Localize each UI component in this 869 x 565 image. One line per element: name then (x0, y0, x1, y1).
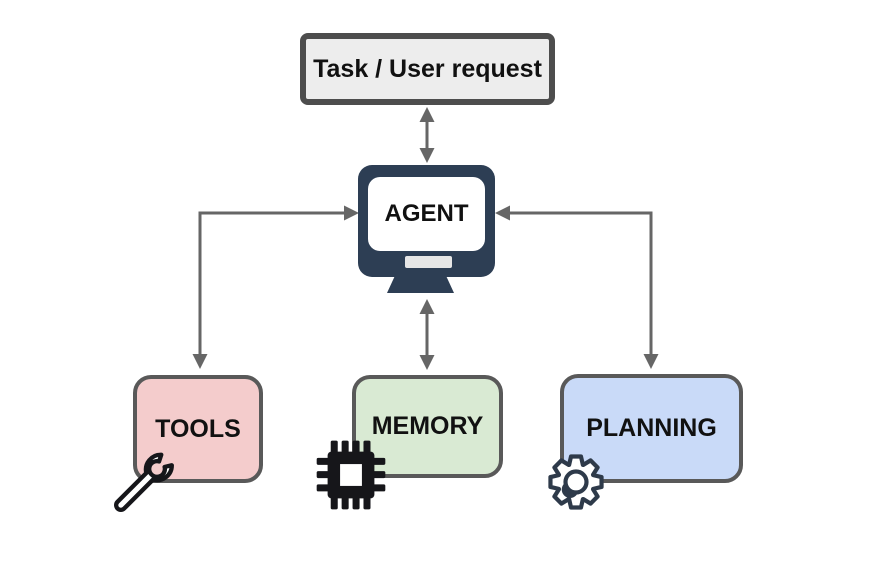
wrench-icon (114, 452, 174, 512)
task-label: Task / User request (313, 54, 542, 83)
planning-label: PLANNING (586, 414, 717, 442)
tools-label: TOOLS (155, 414, 241, 443)
monitor-stand (387, 277, 454, 293)
memory-label: MEMORY (371, 412, 484, 440)
edge-agent-planning (495, 205, 659, 369)
gear-icon (548, 454, 604, 510)
node-task-user-request: Task / User request (300, 33, 555, 105)
monitor-bar (405, 256, 452, 268)
agent-label: AGENT (384, 200, 469, 227)
chip-icon (316, 440, 386, 510)
monitor-screen: AGENT (368, 177, 485, 251)
node-tools: TOOLS (133, 375, 263, 483)
edge-agent-tools (192, 205, 359, 369)
